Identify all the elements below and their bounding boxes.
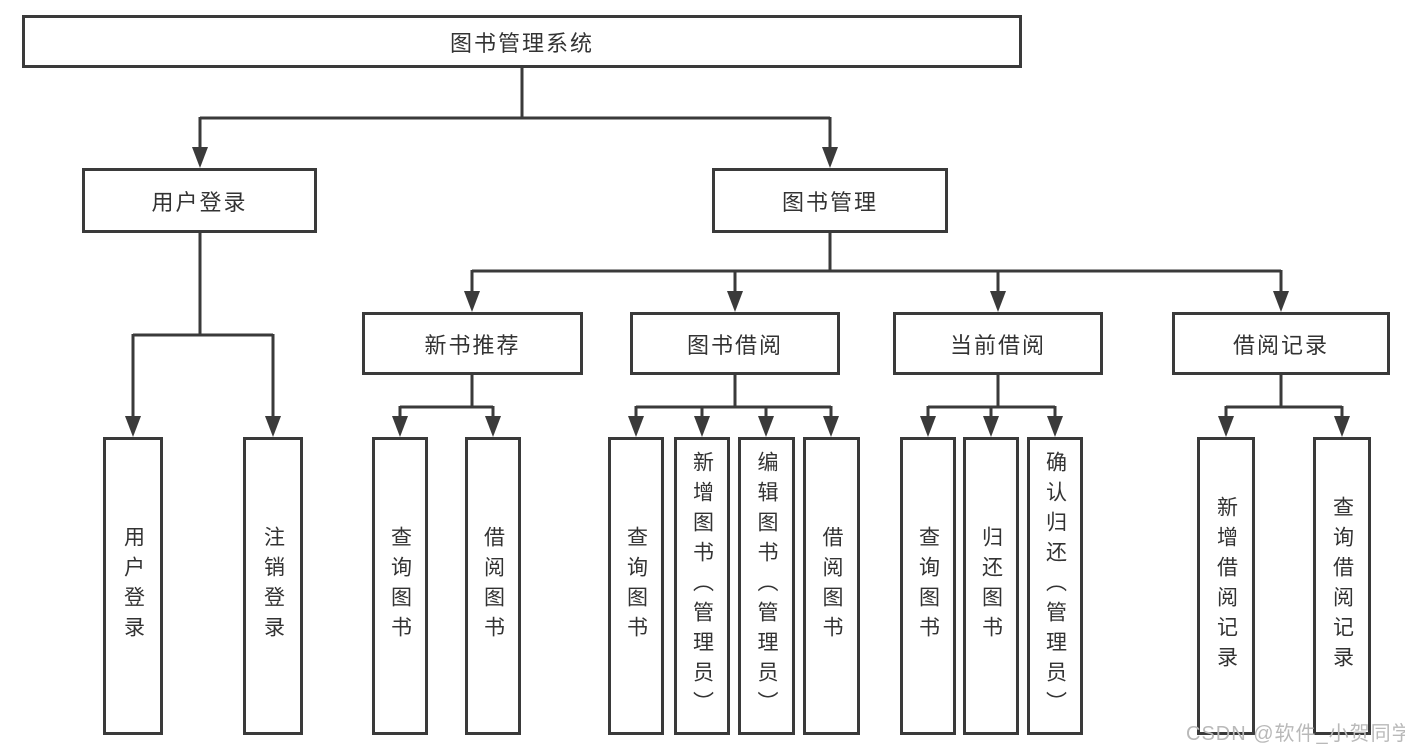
arrowheads-book-borrowing-children <box>628 416 839 437</box>
node-add-borrowing-record: 新增借阅记录 <box>1197 437 1255 735</box>
arrowheads-level2 <box>192 147 838 168</box>
node-label: 用户登录 <box>121 526 145 646</box>
node-new-book-recommendation: 新书推荐 <box>362 312 583 375</box>
node-add-books-admin: 新增图书（管理员） <box>674 437 730 735</box>
node-label: 注销登录 <box>261 526 285 646</box>
node-query-books-recommend: 查询图书 <box>372 437 428 735</box>
node-label: 查询借阅记录 <box>1330 496 1354 676</box>
node-label: 查询图书 <box>624 526 648 646</box>
node-label: 当前借阅 <box>949 332 1046 358</box>
node-query-books-borrowing: 查询图书 <box>608 437 664 735</box>
node-label: 借阅图书 <box>481 526 505 646</box>
connector-current-borrowing-children <box>926 375 1057 418</box>
node-edit-books-admin: 编辑图书（管理员） <box>738 437 795 735</box>
node-label: 借阅记录 <box>1232 332 1329 358</box>
node-label: 用户登录 <box>151 189 248 215</box>
connector-new-book-children <box>398 375 495 418</box>
node-user-login-branch: 用户登录 <box>82 168 317 233</box>
node-library-management-system: 图书管理系统 <box>22 15 1022 68</box>
node-borrowing-records: 借阅记录 <box>1172 312 1390 375</box>
node-label: 新书推荐 <box>424 332 521 358</box>
node-query-borrowing-record: 查询借阅记录 <box>1313 437 1371 735</box>
connector-root-to-level2 <box>198 68 832 149</box>
node-current-borrowing: 当前借阅 <box>893 312 1103 375</box>
connector-user-login-children <box>131 233 275 418</box>
node-borrow-books: 借阅图书 <box>803 437 860 735</box>
node-return-books: 归还图书 <box>963 437 1019 735</box>
connector-book-management-to-level3 <box>470 233 1283 293</box>
node-label: 图书借阅 <box>686 332 783 358</box>
arrowheads-new-book-children <box>392 416 501 437</box>
node-user-login: 用户登录 <box>103 437 163 735</box>
node-query-books-current: 查询图书 <box>900 437 956 735</box>
node-borrow-books-recommend: 借阅图书 <box>465 437 521 735</box>
node-label: 确认归还（管理员） <box>1043 451 1067 721</box>
node-label: 图书管理系统 <box>449 30 594 56</box>
arrowheads-current-borrowing-children <box>920 416 1063 437</box>
node-label: 图书管理 <box>781 189 878 215</box>
arrowheads-user-login-children <box>125 416 281 437</box>
connector-book-borrowing-children <box>634 375 833 418</box>
node-label: 新增借阅记录 <box>1214 496 1238 676</box>
node-logout-login: 注销登录 <box>243 437 303 735</box>
node-label: 归还图书 <box>979 526 1003 646</box>
arrowheads-borrowing-records-children <box>1218 416 1350 437</box>
connector-borrowing-records-children <box>1224 375 1344 418</box>
node-label: 借阅图书 <box>820 526 843 646</box>
node-confirm-return-admin: 确认归还（管理员） <box>1027 437 1083 735</box>
node-book-management: 图书管理 <box>712 168 948 233</box>
arrowheads-level3 <box>464 291 1289 312</box>
node-label: 新增图书（管理员） <box>690 451 714 721</box>
csdn-watermark: CSDN @软件_小贺同学 <box>1186 723 1405 745</box>
node-label: 查询图书 <box>916 526 940 646</box>
node-book-borrowing: 图书借阅 <box>630 312 840 375</box>
node-label: 查询图书 <box>388 526 412 646</box>
node-label: 编辑图书（管理员） <box>755 451 778 721</box>
